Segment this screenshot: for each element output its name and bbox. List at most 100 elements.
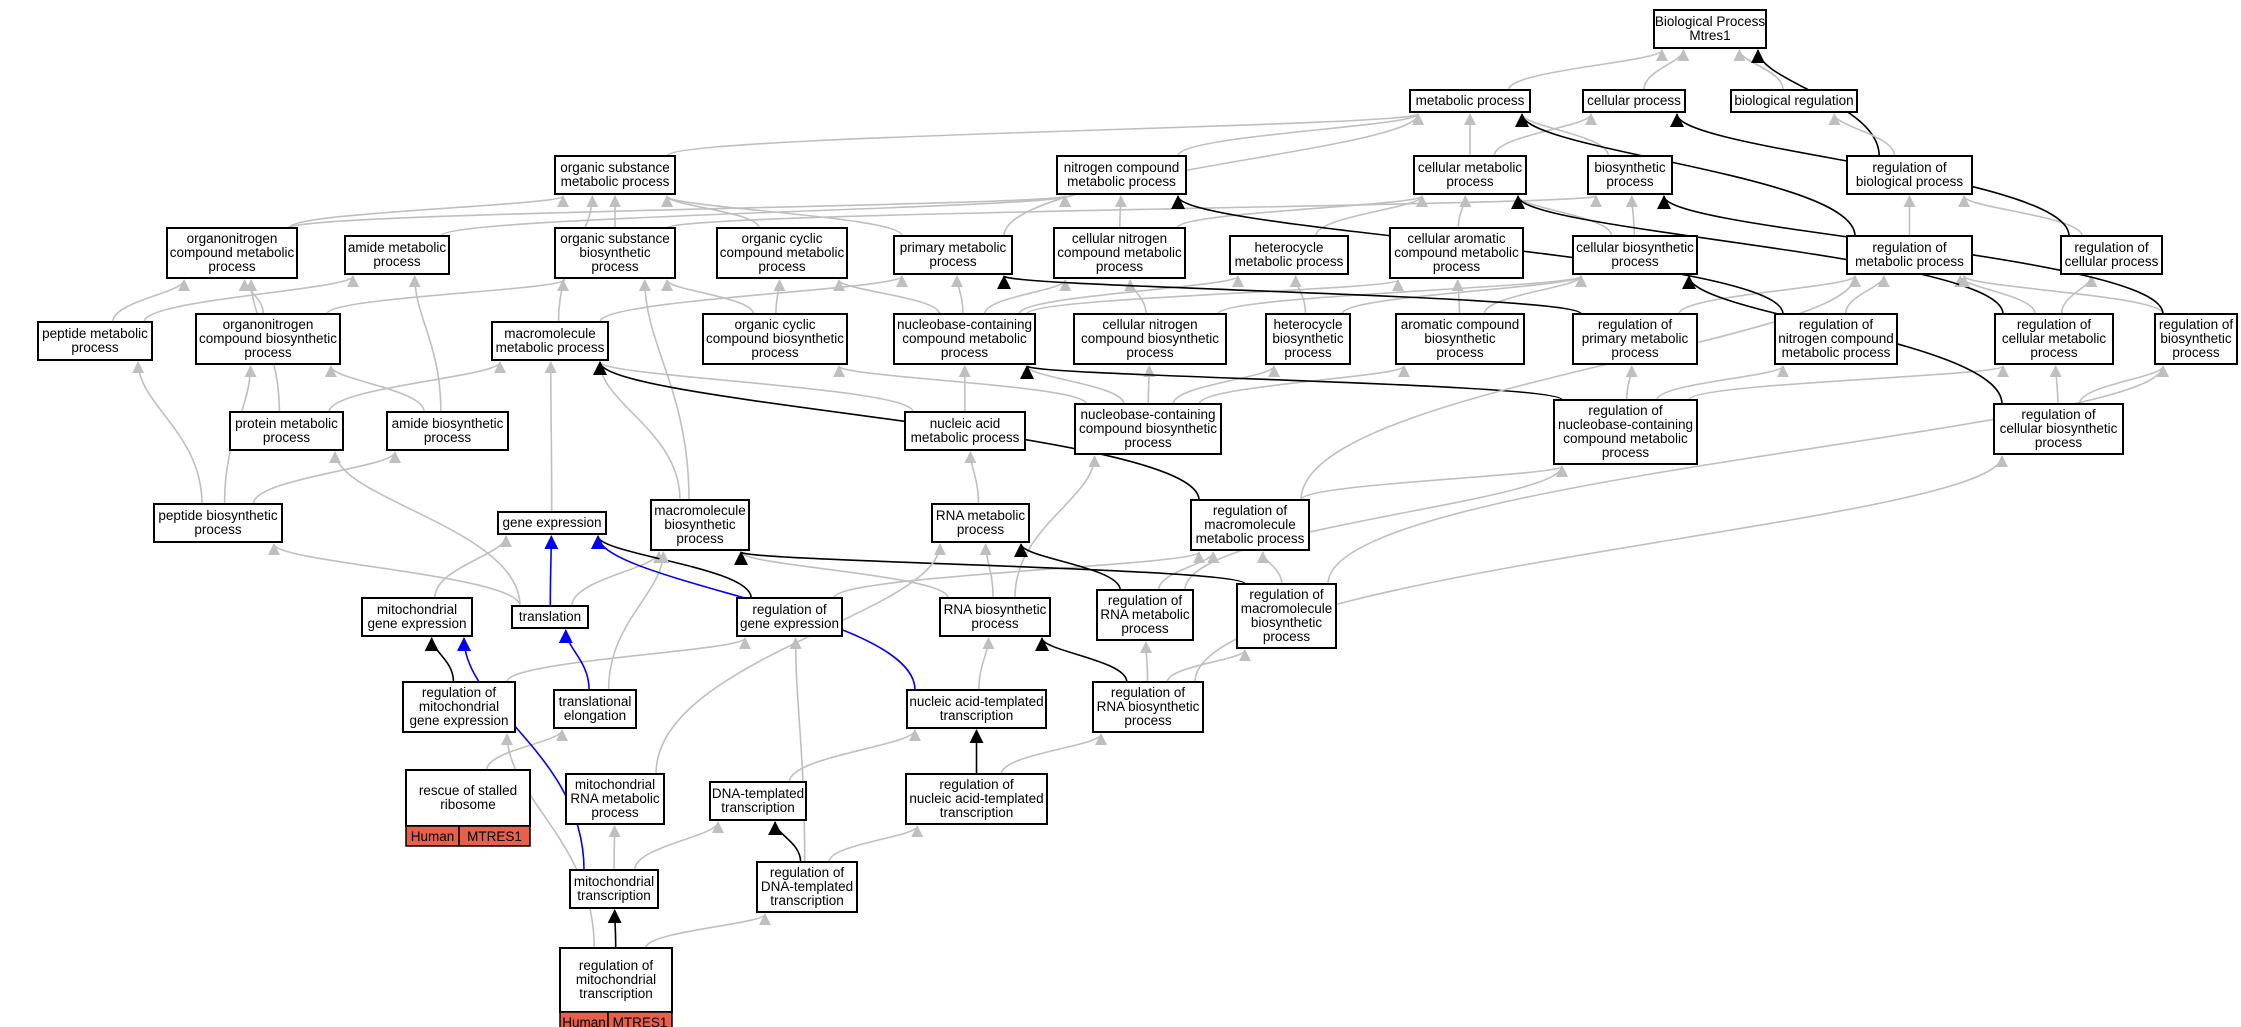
go-term-box bbox=[702, 313, 848, 365]
go-term-label-line: aromatic compound bbox=[1401, 317, 1520, 332]
go-term-box bbox=[650, 499, 750, 551]
go-term-node-bioreg[interactable]: biological regulation bbox=[1730, 89, 1858, 113]
go-term-box bbox=[1073, 313, 1227, 365]
go-term-box bbox=[511, 605, 589, 629]
edge-is-a-regcell-to-regbioproc bbox=[1958, 195, 2083, 237]
go-term-label-line: biosynthetic bbox=[579, 245, 651, 260]
go-term-label-line: biological regulation bbox=[1734, 93, 1853, 108]
edge-is-a-orgcycbiosyn-to-orgcycmet bbox=[773, 279, 786, 315]
edge-is-a-nucbasemet-to-orgcycmet bbox=[833, 279, 941, 315]
go-term-label-line: metabolic process bbox=[1782, 345, 1891, 360]
go-term-label-line: amide biosynthetic bbox=[392, 416, 504, 431]
edge-regulates-regmacromet-to-macromet bbox=[593, 361, 1200, 501]
edge-is-a-biosyn-to-metabolic bbox=[1516, 113, 1610, 157]
go-term-label-line: gene expression bbox=[367, 616, 466, 631]
go-term-node-translation[interactable]: translation bbox=[511, 605, 589, 629]
annotation-species-label: Human bbox=[562, 1015, 606, 1027]
go-term-label-line: compound metabolic bbox=[1563, 431, 1688, 446]
edge-is-a-organonitmet-to-orgsubmet bbox=[288, 195, 569, 229]
go-term-node-cellular[interactable]: cellular process bbox=[1582, 89, 1686, 113]
go-term-box bbox=[1265, 313, 1351, 365]
edge-is-a-heterobiosyn-to-heteromet bbox=[1289, 275, 1307, 315]
edge-is-a-primmet-to-metabolic bbox=[1003, 113, 1424, 237]
go-term-box bbox=[716, 227, 848, 279]
edge-is-a-cellnitmet-to-nitcompmet bbox=[1114, 195, 1127, 229]
go-term-label-line: cellular metabolic bbox=[2002, 331, 2107, 346]
go-term-node-regmitotrans[interactable]: regulation ofmitochondrialtranscriptionH… bbox=[559, 947, 673, 1027]
go-term-box bbox=[1229, 235, 1349, 275]
edge-is-a-amidebiosyn-to-amidemet bbox=[408, 275, 442, 413]
go-term-box bbox=[1653, 9, 1767, 49]
edge-is-a-cellaromet-to-cellmet bbox=[1457, 195, 1472, 229]
go-term-label-line: compound metabolic bbox=[1057, 245, 1182, 260]
go-term-node-regmacrobiosyn[interactable]: regulation ofmacromoleculebiosyntheticpr… bbox=[1236, 583, 1337, 649]
go-term-node-geneexpr[interactable]: gene expression bbox=[497, 511, 607, 535]
go-term-label-line: gene expression bbox=[409, 713, 508, 728]
go-term-box bbox=[554, 155, 676, 195]
go-term-box bbox=[361, 597, 473, 637]
go-term-label-line: nucleobase-containing bbox=[897, 317, 1032, 332]
go-term-label-line: regulation of bbox=[1111, 685, 1186, 700]
edge-is-a-regnitmet-to-regmet bbox=[1844, 275, 1890, 315]
go-term-node-regnucbasemet[interactable]: regulation ofnucleobase-containingcompou… bbox=[1553, 399, 1698, 465]
edge-is-a-mitogeneexpr-to-geneexpr bbox=[434, 535, 512, 599]
edge-regulates-regprimmet-to-primmet bbox=[997, 275, 1582, 315]
go-term-node-metabolic[interactable]: metabolic process bbox=[1409, 89, 1531, 113]
go-term-label-line: cellular process bbox=[1587, 93, 1681, 108]
go-term-box bbox=[229, 411, 344, 451]
edge-is-a-amidemet-to-nitcompmet bbox=[440, 195, 1071, 237]
